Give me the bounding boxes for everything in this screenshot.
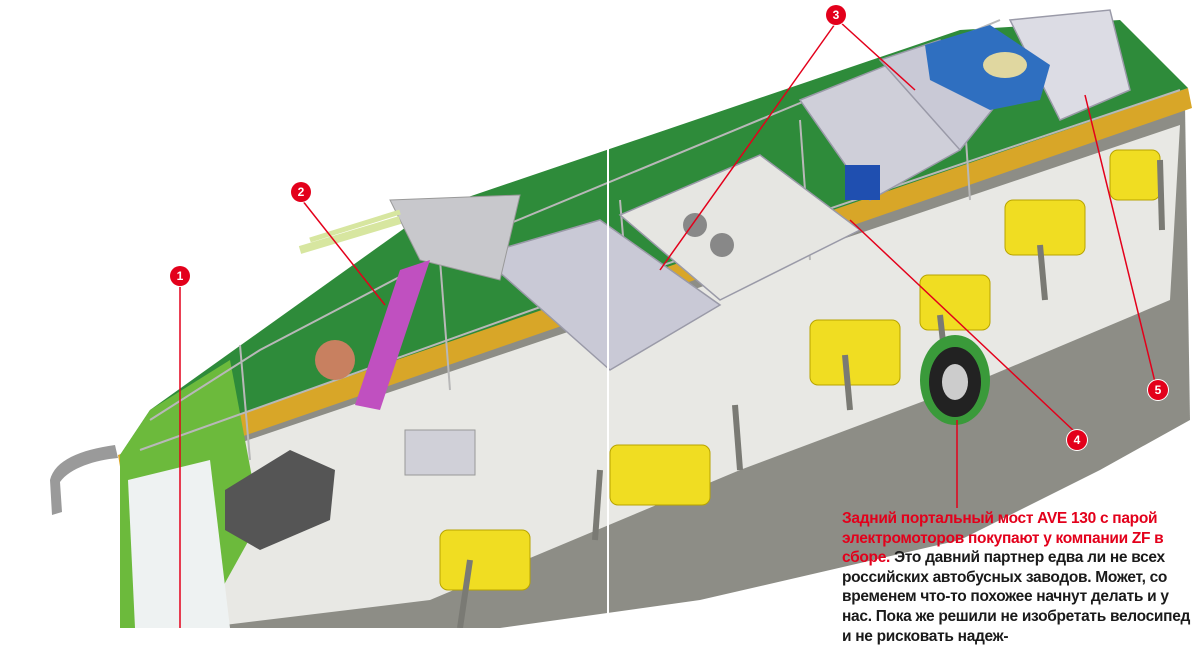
caption: Задний портальный мост AVE 130 с парой э… [842,509,1200,646]
caption-headline: Задний портальный мост AVE 130 с парой э… [842,510,1164,567]
fan [683,213,707,237]
converter-box [404,429,476,476]
ac-fans [983,52,1027,78]
callout-marker-3: 3 [826,5,846,25]
resistor-unit [315,340,355,380]
callout-marker-2: 2 [291,182,311,202]
electric-motor [845,165,880,200]
front-hvac-unit [225,450,335,550]
mirror [50,445,118,515]
rear-wheel [920,335,990,425]
fan [710,233,734,257]
windshield [128,460,230,628]
battery-packs [478,9,1131,371]
callout-marker-1: 1 [170,266,190,286]
bus-cutaway-illustration [50,9,1192,628]
callout-marker-5: 5 [1148,380,1168,400]
window-band [130,125,1180,628]
leader-lines [179,21,1156,628]
pantograph [298,194,521,410]
caption-body: Это давний партнер едва ли не всех росси… [842,549,1191,645]
window-pillars [457,159,1165,628]
callout-marker-4: 4 [1067,430,1087,450]
